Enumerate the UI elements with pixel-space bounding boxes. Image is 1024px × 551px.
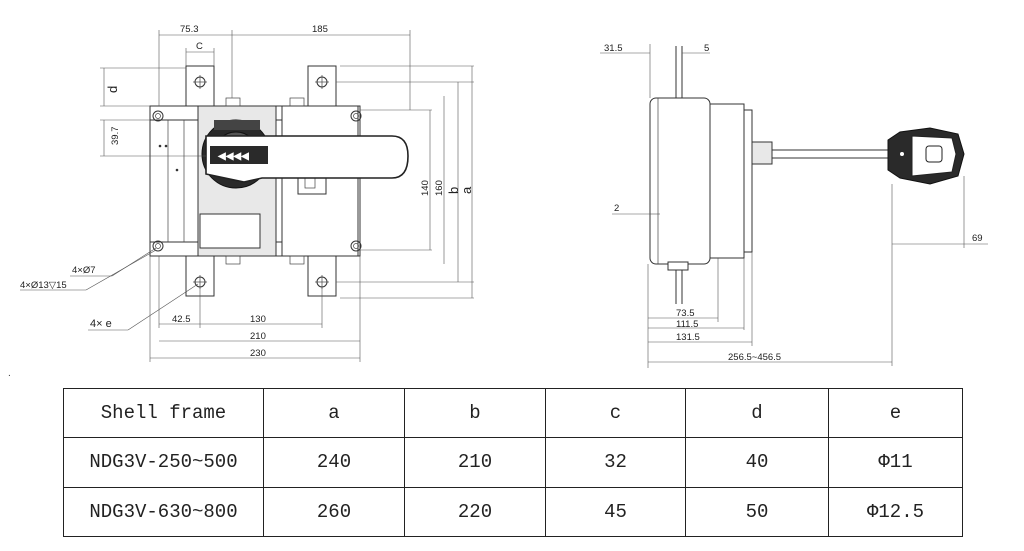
table-cell: 45 [545, 486, 686, 538]
dim-side-total: 256.5~456.5 [728, 352, 781, 363]
handle-icon: ◀◀◀◀ [201, 119, 409, 189]
dim-bottom-130: 130 [250, 314, 266, 325]
table-cell: 240 [263, 437, 405, 488]
mount-hole-bottom-right [315, 275, 329, 289]
table-header-cell: b [404, 387, 546, 439]
table-cell: 220 [404, 486, 546, 538]
table-cell: Φ11 [828, 437, 963, 488]
dimension-top: 75.3 185 C [158, 24, 411, 110]
table-cell: NDG3V-630~800 [63, 486, 264, 538]
dimension-bottom: 42.5 130 210 230 [149, 256, 361, 362]
dim-top-right: 185 [312, 24, 328, 35]
technical-drawing: ◀◀◀◀ 75.3 185 C d 39.7 [20, 24, 988, 368]
dim-top-c: C [196, 41, 203, 52]
hole-counterbore-label: 4×Ø13▽15 [20, 280, 67, 291]
dim-side-111: 111.5 [676, 319, 698, 330]
spec-table: Shell frame a b c d e NDG3V-250~500 240 … [63, 387, 963, 538]
table-cell: 50 [685, 486, 829, 538]
svg-text:◀◀◀◀: ◀◀◀◀ [217, 151, 249, 162]
table-header-cell: Shell frame [63, 387, 264, 439]
dimension-right: 140 160 b a [336, 65, 474, 299]
dim-right-b: b [446, 187, 461, 194]
dim-side-131: 131.5 [676, 332, 700, 343]
hole-small-label: 4×Ø7 [72, 265, 96, 276]
dim-side-69: 69 [972, 233, 983, 244]
table-header-cell: d [685, 387, 829, 439]
body-hole-tl [152, 110, 164, 122]
dim-left-d: d [105, 86, 120, 93]
table-cell: 32 [545, 437, 686, 488]
dim-side-5: 5 [704, 43, 709, 54]
table-header-cell: c [545, 387, 686, 439]
table-cell: NDG3V-250~500 [63, 437, 264, 488]
body-hole-br [350, 240, 362, 252]
table-row: NDG3V-250~500 240 210 32 40 Φ11 [63, 437, 963, 488]
hole-callouts: 4×Ø7 4×Ø13▽15 4× e [20, 247, 199, 331]
dim-top-left: 75.3 [180, 24, 199, 35]
stray-mark: . [8, 368, 11, 379]
dim-side-73: 73.5 [676, 308, 695, 319]
dim-right-a: a [459, 186, 474, 194]
table-cell: 40 [685, 437, 829, 488]
mount-hole-top-right [315, 75, 329, 89]
table-header-cell: a [263, 387, 405, 439]
dim-bottom-210: 210 [250, 331, 266, 342]
hole-e-label: 4× e [90, 318, 112, 330]
knob-icon [887, 127, 965, 185]
mount-hole-bottom-left [193, 275, 207, 289]
dim-right-160: 160 [434, 180, 445, 196]
dim-bottom-42: 42.5 [172, 314, 191, 325]
front-view: ◀◀◀◀ 75.3 185 C d 39.7 [20, 24, 474, 362]
table-header-row: Shell frame a b c d e [63, 387, 963, 439]
table-cell: 210 [404, 437, 546, 488]
dimension-left: d 39.7 [100, 67, 206, 157]
table-row: NDG3V-630~800 260 220 45 50 Φ12.5 [63, 486, 963, 538]
dim-side-2: 2 [614, 203, 619, 214]
table-cell: 260 [263, 486, 405, 538]
body-hole-tr [350, 110, 362, 122]
table-header-cell: e [828, 387, 963, 439]
dim-right-140: 140 [420, 180, 431, 196]
dim-side-31: 31.5 [604, 43, 623, 54]
side-view: 31.5 5 2 69 73.5 111.5 131.5 256.5~456.5 [600, 43, 988, 368]
body-hole-bl [152, 240, 164, 252]
table-cell: Φ12.5 [828, 486, 963, 538]
dim-bottom-230: 230 [250, 348, 266, 359]
dim-left-39: 39.7 [110, 127, 121, 146]
mount-hole-top-left [193, 75, 207, 89]
